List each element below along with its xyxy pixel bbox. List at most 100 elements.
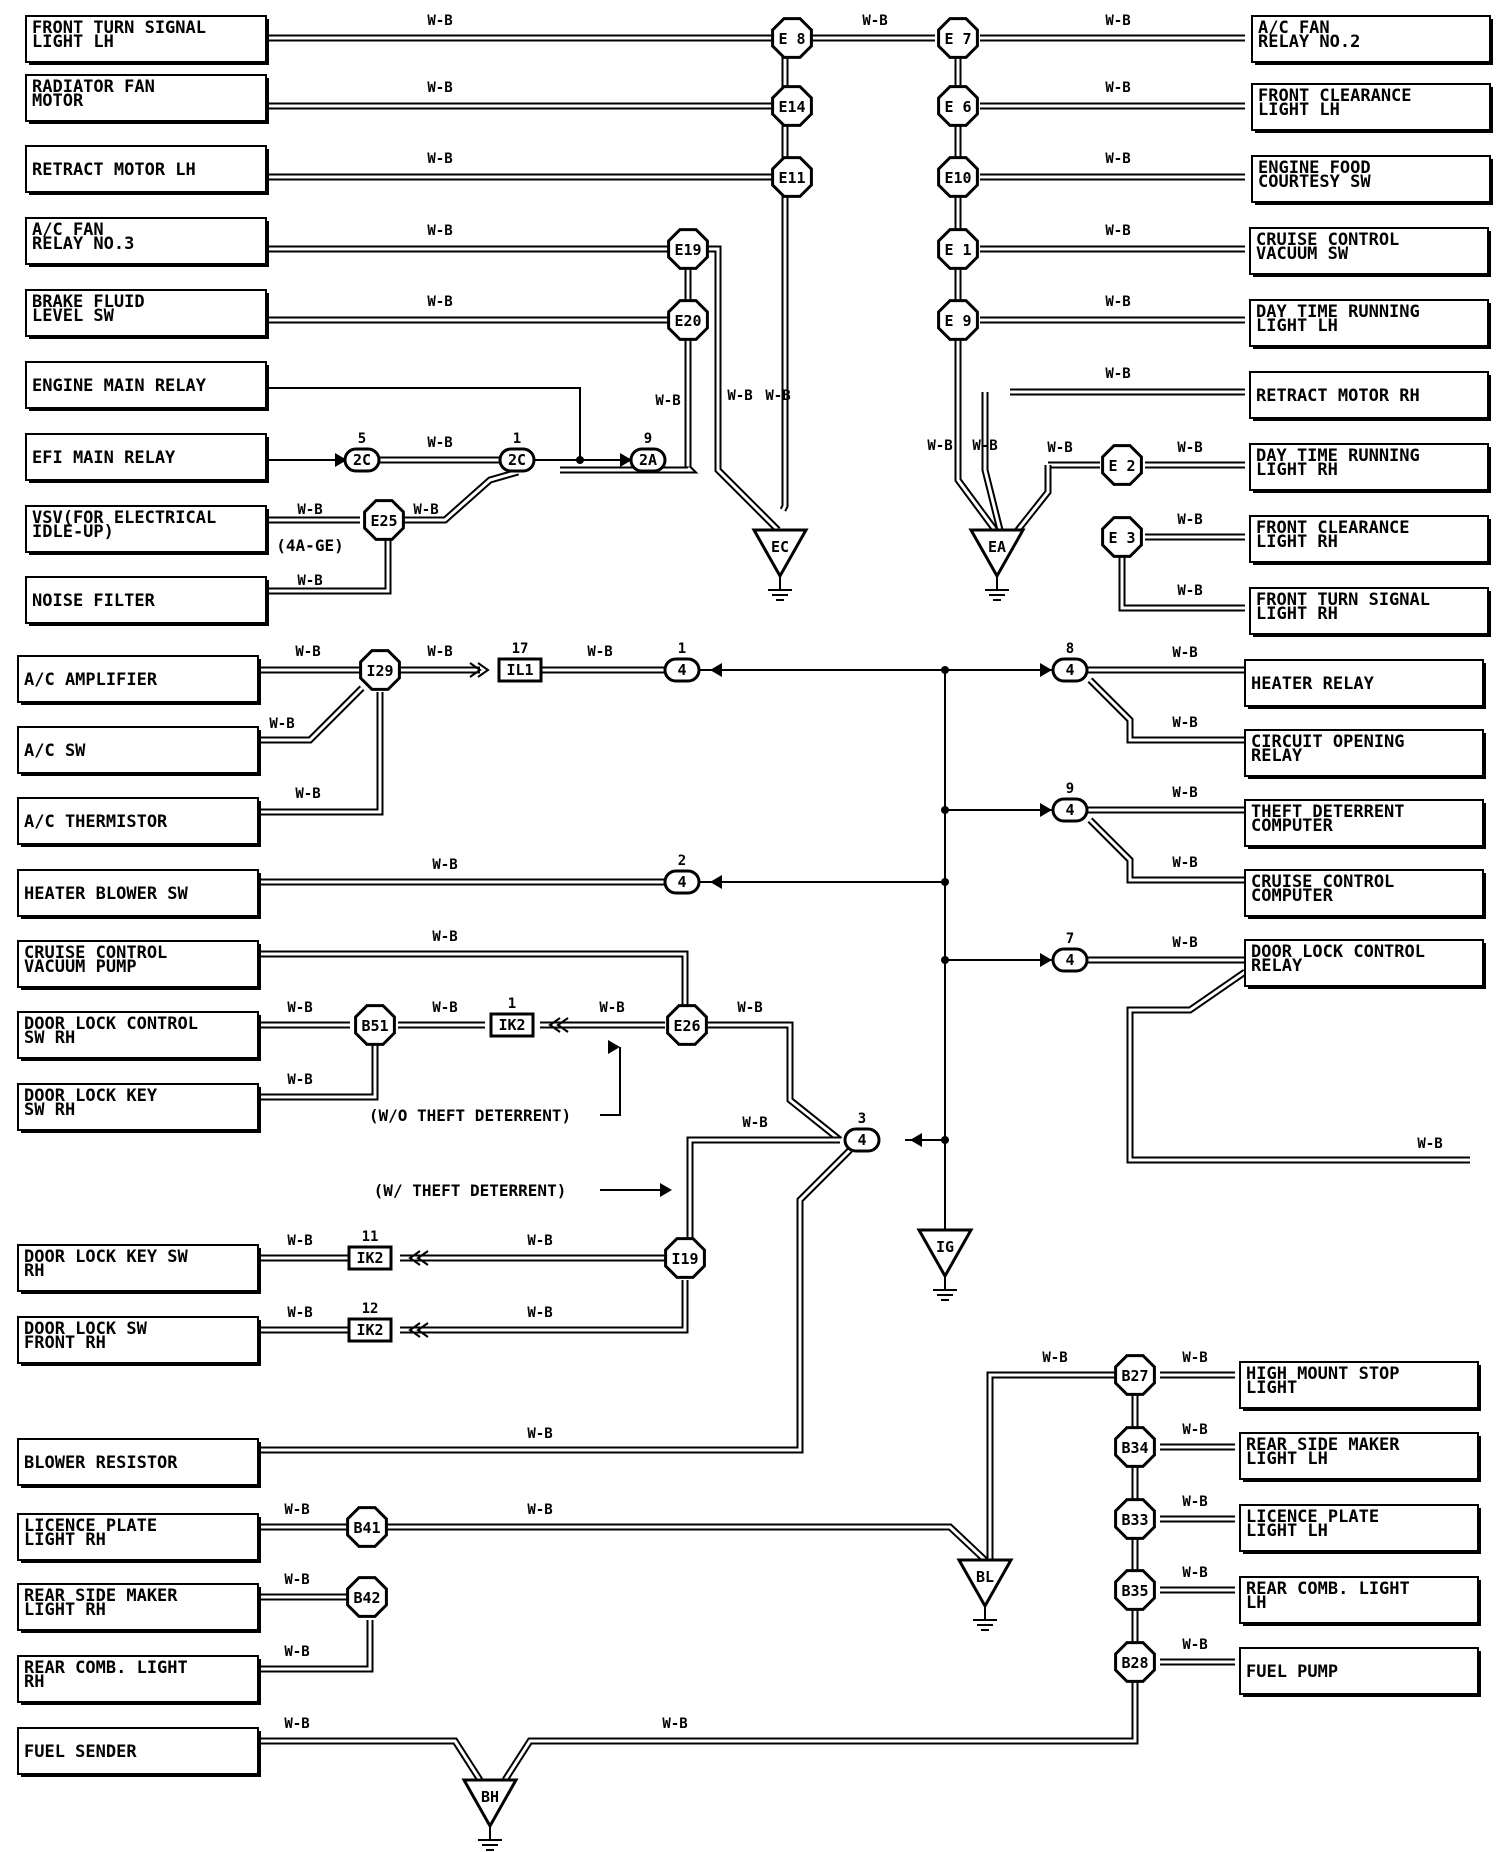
splice-point: E25	[363, 499, 405, 541]
wire	[1118, 550, 1245, 612]
wire-code-label: W-B	[284, 1572, 309, 1588]
wire-code-label: W-B	[1177, 440, 1202, 456]
component-label: DOOR LOCK CONTROL	[24, 1014, 198, 1034]
component-label: VACUUM SW	[1256, 244, 1349, 264]
connector: 43	[843, 1111, 881, 1153]
junction	[941, 1136, 949, 1144]
wire-core	[400, 1280, 687, 1332]
component-label: RH	[24, 1672, 44, 1692]
wire-code-label: W-B	[1182, 1637, 1207, 1653]
wire-code-label: W-B	[427, 435, 452, 451]
component-retract-motor-rh: RETRACT MOTOR RH	[1249, 371, 1491, 421]
splice-point: B33	[1114, 1498, 1156, 1540]
connector-pin: 9	[1066, 781, 1074, 797]
connector: 49	[1051, 781, 1089, 823]
wire-code-label: W-B	[972, 438, 997, 454]
wire-code-label: W-B	[1047, 440, 1072, 456]
connector: 42	[663, 853, 701, 895]
wire-code-label: W-B	[1182, 1350, 1207, 1366]
component-label: FRONT CLEARANCE	[1256, 518, 1410, 538]
chevron	[416, 1322, 429, 1338]
connector-name: 2C	[353, 451, 371, 469]
wire-core	[260, 952, 687, 1010]
splice-label: B28	[1121, 1654, 1148, 1672]
connector-name: IK2	[498, 1016, 525, 1034]
component-label: REAR SIDE MAKER	[1246, 1435, 1400, 1455]
ground-label: EA	[988, 538, 1006, 556]
connector-pin: 3	[858, 1111, 866, 1127]
arrow	[710, 663, 722, 677]
wire-code-label: W-B	[284, 1644, 309, 1660]
wire-code-label: W-B	[727, 388, 752, 404]
wire-code-label: W-B	[1172, 785, 1197, 801]
chevron	[469, 662, 482, 678]
connector-pin: 1	[678, 641, 686, 657]
wire	[266, 387, 581, 460]
wire-core	[503, 1680, 1137, 1781]
wire-code-label: W-B	[427, 644, 452, 660]
ground-point: BL	[956, 1558, 1014, 1631]
component-label: IDLE-UP)	[32, 522, 114, 542]
component-label: MOTOR	[32, 91, 84, 111]
component-label: SW RH	[24, 1028, 75, 1048]
splice-point: E 8	[771, 17, 813, 59]
wire	[387, 1523, 988, 1563]
wire-code-label: W-B	[527, 1502, 552, 1518]
component-label: SW RH	[24, 1100, 75, 1120]
component-label: VSV(FOR ELECTRICAL	[32, 508, 216, 528]
wire-core	[983, 392, 1002, 531]
splice-label: E11	[778, 169, 805, 187]
wire-core	[1128, 970, 1470, 1162]
wire-code-label: W-B	[862, 13, 887, 29]
component-label: LIGHT	[1246, 1378, 1297, 1398]
connector-pin: 1	[513, 431, 521, 447]
component-label: CRUISE CONTROL	[1251, 872, 1394, 892]
component-label: FUEL PUMP	[1246, 1662, 1338, 1682]
component-label: A/C THERMISTOR	[24, 812, 168, 832]
splice-label: E26	[673, 1017, 700, 1035]
splice-label: E 6	[944, 98, 971, 116]
splice-point: B42	[346, 1576, 388, 1618]
wire	[986, 1371, 1115, 1560]
connector-pin: 9	[644, 431, 652, 447]
component-label: RETRACT MOTOR LH	[32, 160, 196, 180]
wire-code-label: W-B	[1182, 1494, 1207, 1510]
ground-point: EC	[751, 528, 809, 601]
component-label: COMPUTER	[1251, 886, 1334, 906]
arrow	[660, 1183, 672, 1197]
wire-code-label: W-B	[765, 388, 790, 404]
connector-name: 2C	[508, 451, 526, 469]
connector-pin: 2	[678, 853, 686, 869]
component-ac-sw: A/C SW	[17, 726, 261, 776]
connector-pin: 12	[362, 1301, 379, 1317]
component-fuel-sender: FUEL SENDER	[17, 1727, 261, 1777]
component-retract-motor-lh: RETRACT MOTOR LH	[25, 145, 269, 195]
wire	[250, 1620, 374, 1673]
component-blower-resistor: BLOWER RESISTOR	[17, 1438, 261, 1488]
wire-core	[688, 1138, 840, 1260]
wire	[1087, 677, 1245, 744]
splice-point: E19	[667, 228, 709, 270]
wire-core	[988, 1373, 1115, 1560]
splice-label: B33	[1121, 1511, 1148, 1529]
wire-code-label: W-B	[427, 13, 452, 29]
component-label: RETRACT MOTOR RH	[1256, 386, 1420, 406]
splice-label: E20	[674, 312, 701, 330]
splice-point: B34	[1114, 1426, 1156, 1468]
component-label: LIGHT LH	[1256, 316, 1338, 336]
component-label: COMPUTER	[1251, 816, 1334, 836]
wire-core	[266, 540, 390, 593]
splice-point: B51	[354, 1004, 396, 1046]
wire-core	[1120, 550, 1245, 610]
